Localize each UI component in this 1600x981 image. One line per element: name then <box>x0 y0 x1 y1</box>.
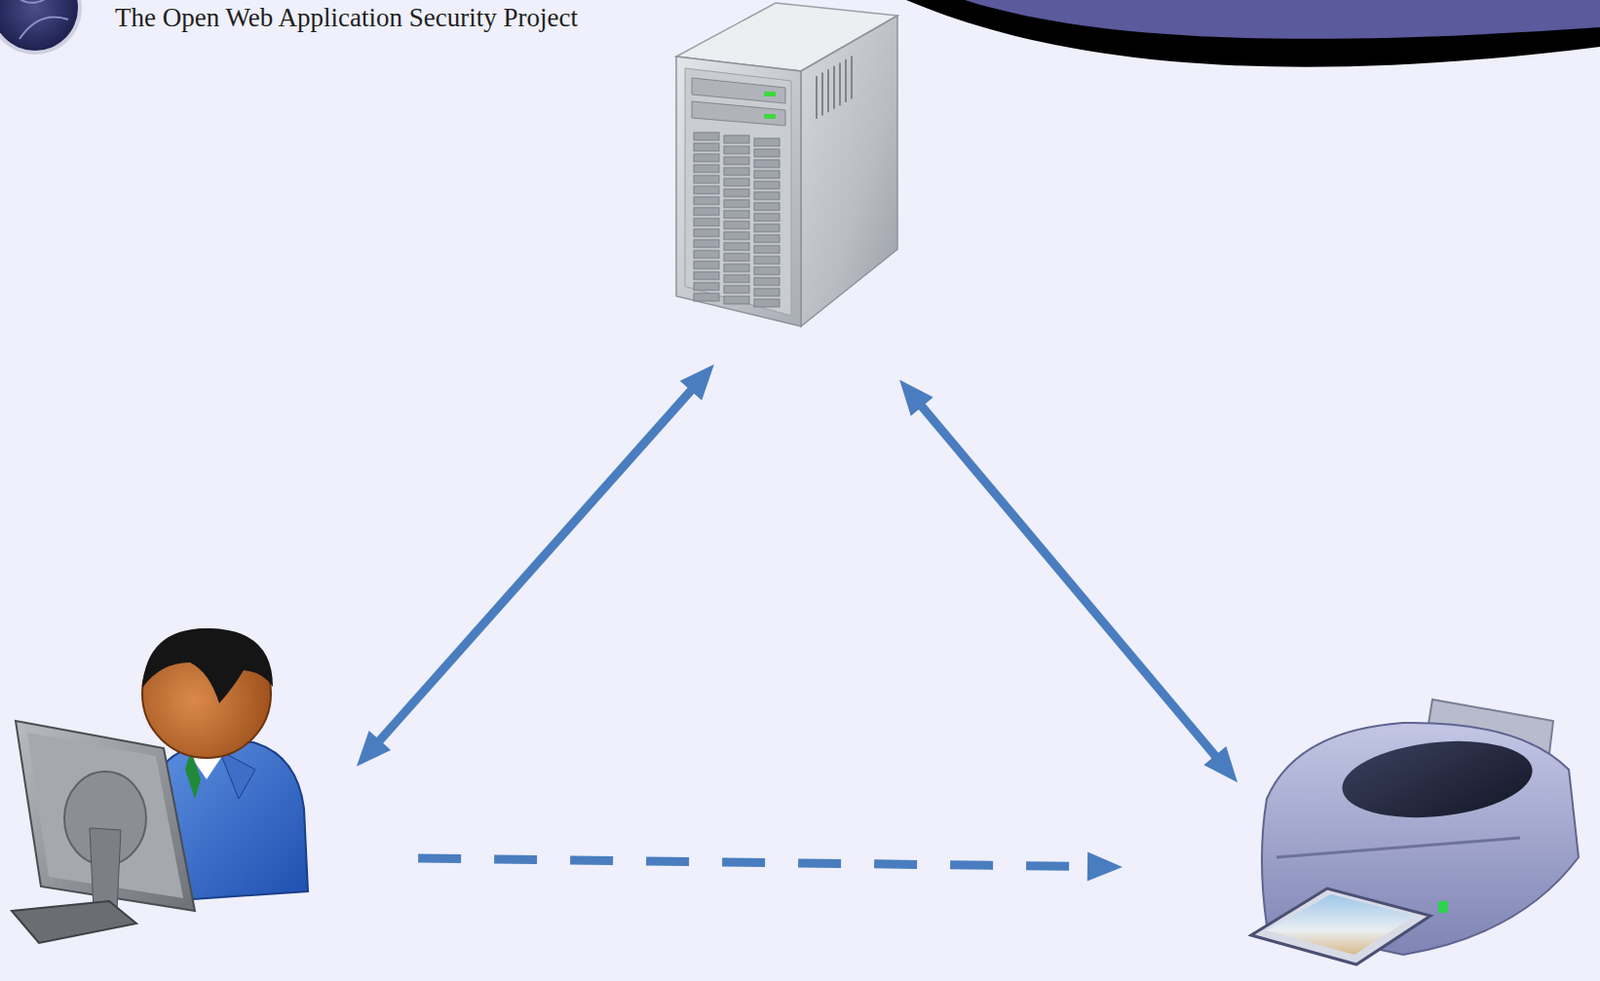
arrow-head <box>899 380 934 417</box>
header-swoosh <box>906 0 1600 68</box>
connector-line <box>379 388 693 742</box>
arrow-head <box>1203 746 1238 783</box>
connector-line <box>920 405 1217 758</box>
double-arrow <box>899 380 1238 783</box>
printer-icon <box>1251 699 1579 965</box>
arrow-head <box>680 364 715 401</box>
dashed-arrow <box>418 852 1123 882</box>
server-node <box>643 0 936 385</box>
printer-node <box>1120 682 1600 981</box>
user-node <box>0 604 420 975</box>
double-arrow <box>356 364 715 767</box>
header-text: The Open Web Application Security Projec… <box>114 3 578 34</box>
server-icon <box>676 2 898 327</box>
arrow-head <box>1087 852 1123 882</box>
owasp-logo <box>0 0 82 55</box>
user-icon <box>11 628 308 944</box>
arrow-head <box>356 730 391 767</box>
connector-line <box>418 858 1090 868</box>
